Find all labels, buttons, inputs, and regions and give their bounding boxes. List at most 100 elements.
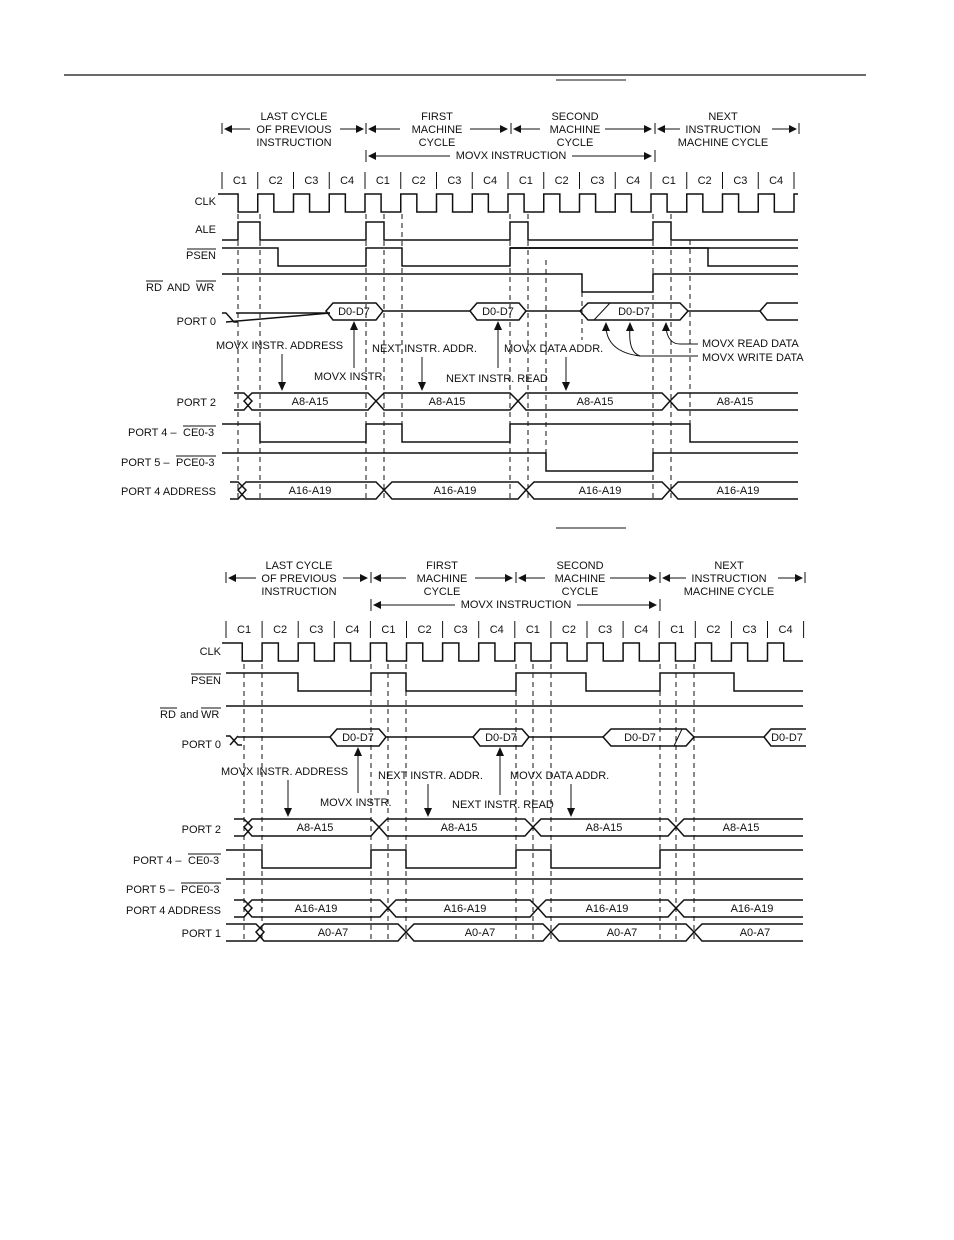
signal-label-port4-ce: PORT 4 – CE0-3 (128, 425, 216, 439)
cycle-label: C3 (447, 175, 461, 187)
port2-bus-label: A8-A15 (297, 822, 334, 834)
phase-label: FIRST (421, 111, 453, 123)
port4-address-label: A16-A19 (434, 485, 477, 497)
port1-bus-label: A0-A7 (607, 927, 638, 939)
port4-address-label: A16-A19 (586, 903, 629, 915)
phase-label: CYCLE (562, 586, 599, 598)
phase-label: OF PREVIOUS (256, 124, 331, 136)
port1-waveform: A0-A7 A0-A7 A0-A7 A0-A7 (226, 923, 803, 942)
port1-bus-label: A0-A7 (740, 927, 771, 939)
clk-waveform (222, 642, 803, 662)
movx-span: MOVX INSTRUCTION (370, 599, 661, 611)
phase-label: CYCLE (419, 137, 456, 149)
port0-waveform: D0-D7 D0-D7 D0-D7 (222, 302, 798, 323)
ann-movx-data-addr: MOVX DATA ADDR. (510, 770, 609, 782)
psen-waveform (222, 247, 798, 267)
port4-address-label: A16-A19 (579, 485, 622, 497)
cycle-label: C1 (381, 624, 395, 636)
clk-trace (218, 193, 798, 213)
phase-label: NEXT (708, 111, 738, 123)
signal-label-port4-address: PORT 4 ADDRESS (121, 486, 216, 498)
signal-label-port0: PORT 0 (177, 316, 216, 328)
phase-label: NEXT (714, 560, 744, 572)
phase-label: INSTRUCTION (261, 586, 336, 598)
port0-data-label: D0-D7 (482, 306, 514, 318)
ann-movx-instr: MOVX INSTR. (320, 797, 392, 809)
signal-label-psen: PSEN (186, 250, 216, 262)
phase-label: CYCLE (557, 137, 594, 149)
phase-label: MACHINE CYCLE (684, 586, 774, 598)
phase-headings: LAST CYCLE OF PREVIOUS INSTRUCTION FIRST… (261, 560, 774, 598)
ann-movx-data-addr: MOVX DATA ADDR. (504, 343, 603, 355)
port2-waveform: A8-A15 A8-A15 A8-A15 A8-A15 (234, 818, 803, 837)
cycle-label: C2 (418, 624, 432, 636)
port0-data-label: D0-D7 (771, 732, 803, 744)
signal-label-port5-pce: PORT 5 – PCE0-3 (121, 455, 216, 469)
ce-text: CE0-3 (188, 855, 219, 867)
movx-instruction-label: MOVX INSTRUCTION (456, 150, 567, 162)
signal-labels: CLK ALE PSEN RD AND WR PORT 0 PORT 2 POR… (121, 196, 217, 498)
movx-span: MOVX INSTRUCTION (365, 150, 656, 162)
port0-data-label: D0-D7 (342, 732, 374, 744)
annotations: MOVX INSTR. ADDRESS MOVX INSTR. NEXT INS… (221, 747, 609, 817)
rd-text: RD (160, 709, 176, 721)
signal-labels: CLK PSEN RD and WR PORT 0 PORT 2 PORT 4 … (126, 646, 222, 940)
cycle-label: C4 (769, 175, 783, 187)
signal-label-psen: PSEN (191, 675, 221, 687)
pce-text: PCE0-3 (176, 457, 215, 469)
cycle-label: C1 (237, 624, 251, 636)
cycle-label: C4 (490, 624, 504, 636)
port4-prefix: PORT 4 – (128, 427, 177, 439)
phase-label: SECOND (551, 111, 598, 123)
cycle-label: C3 (733, 175, 747, 187)
cycle-label: C3 (304, 175, 318, 187)
cycle-label: C4 (634, 624, 648, 636)
cycle-label: C2 (412, 175, 426, 187)
cycle-label: C4 (483, 175, 497, 187)
cycle-label: C1 (662, 175, 676, 187)
ale-waveform (222, 221, 798, 241)
clk-waveform (218, 193, 798, 213)
signal-label-port1: PORT 1 (182, 928, 221, 940)
ann-next-instr-addr: NEXT INSTR. ADDR. (372, 343, 477, 355)
phase-arrows (221, 123, 800, 134)
phase-label: MACHINE (550, 124, 601, 136)
phase-label: MACHINE (417, 573, 468, 585)
phase-label: FIRST (426, 560, 458, 572)
movx-instruction-label: MOVX INSTRUCTION (461, 599, 572, 611)
cycle-label: C3 (598, 624, 612, 636)
port0-data-label: D0-D7 (485, 732, 517, 744)
cycle-label: C4 (626, 175, 640, 187)
port5-prefix: PORT 5 – (121, 457, 170, 469)
port2-bus-label: A8-A15 (292, 396, 329, 408)
signal-label-rd-wr: RD and WR (160, 707, 221, 721)
port4-address-label: A16-A19 (295, 903, 338, 915)
rd-wr-waveform (222, 273, 798, 293)
phase-label: INSTRUCTION (256, 137, 331, 149)
port4-ce-waveform (226, 849, 803, 869)
cycle-label: C4 (779, 624, 793, 636)
phase-label: LAST CYCLE (265, 560, 332, 572)
cycle-label: C1 (526, 624, 540, 636)
cycle-label: C4 (340, 175, 354, 187)
ann-next-instr-read: NEXT INSTR. READ (446, 373, 548, 385)
phase-label: MACHINE (555, 573, 606, 585)
signal-label-port2: PORT 2 (177, 397, 216, 409)
phase-label: MACHINE CYCLE (678, 137, 768, 149)
signal-label-port4-address: PORT 4 ADDRESS (126, 905, 221, 917)
signal-label-ale: ALE (195, 224, 216, 236)
dashed-guides (243, 664, 695, 942)
cycle-label: C3 (590, 175, 604, 187)
port2-bus-label: A8-A15 (723, 822, 760, 834)
port0-data-label: D0-D7 (624, 732, 656, 744)
ann-movx-write-data: MOVX WRITE DATA (702, 352, 804, 364)
port0-waveform: D0-D7 D0-D7 D0-D7 D0-D7 (226, 728, 806, 747)
port5-prefix: PORT 5 – (126, 884, 175, 896)
phase-label: MACHINE (412, 124, 463, 136)
port4-address-label: A16-A19 (717, 485, 760, 497)
timing-diagram-2: LAST CYCLE OF PREVIOUS INSTRUCTION FIRST… (126, 560, 806, 942)
port2-bus-label: A8-A15 (429, 396, 466, 408)
